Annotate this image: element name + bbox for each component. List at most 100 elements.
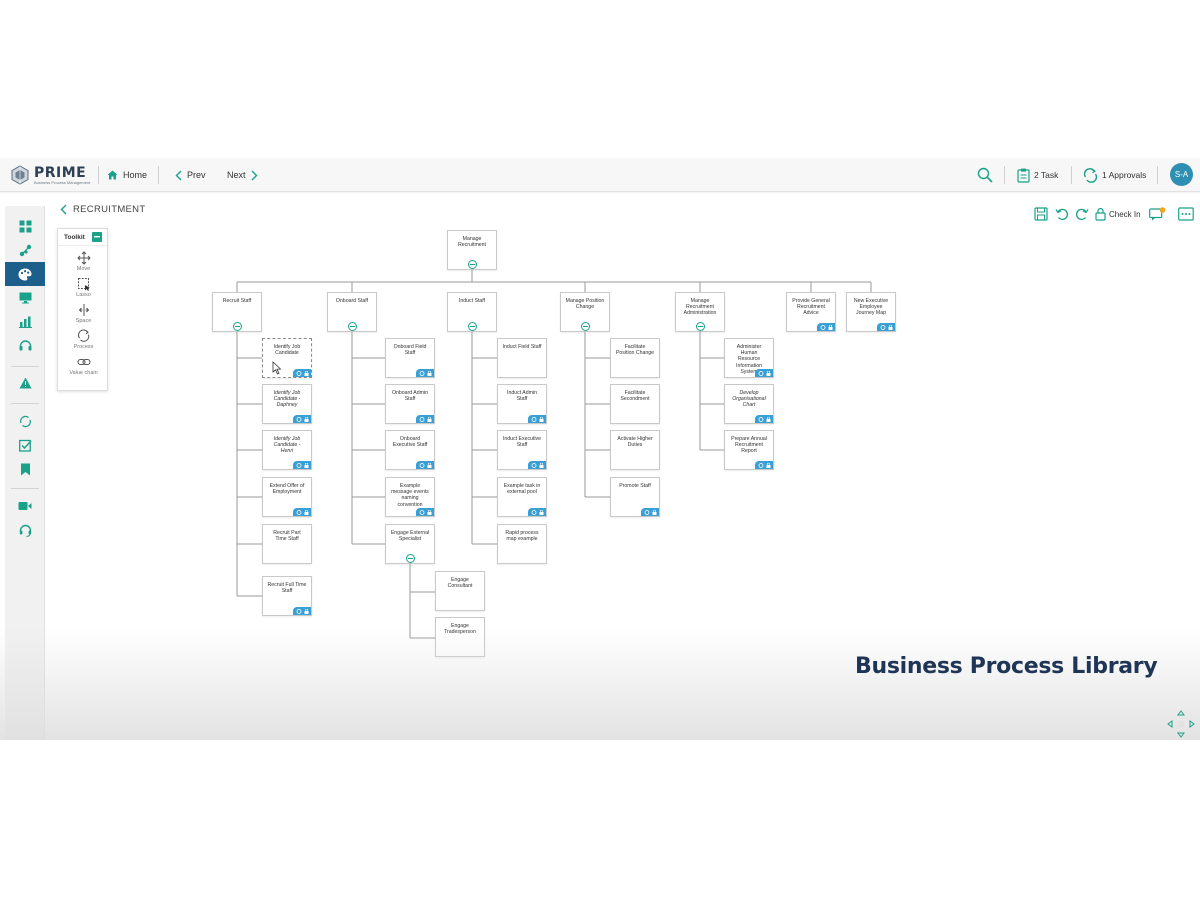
node-badge [293, 508, 311, 516]
collapse-toggle[interactable] [232, 322, 242, 331]
node-badge [416, 415, 434, 423]
rail-tasks[interactable] [5, 433, 45, 457]
search-button[interactable] [977, 165, 997, 185]
bookmark-icon [20, 463, 30, 475]
process-diagram-canvas[interactable]: Manage Recruitment Recruit Staff Onboard… [0, 158, 1200, 740]
process-node-engage-tradesperson[interactable]: Engage Tradesperson [435, 617, 485, 657]
lock-icon [304, 370, 308, 376]
lock-icon [539, 416, 543, 422]
process-node-recruit-part-time-staff[interactable]: Recruit Part Time Staff [262, 524, 312, 564]
process-node-onboard-executive-staff[interactable]: Onboard Executive Staff [385, 430, 435, 470]
rail-presentations[interactable] [5, 286, 45, 310]
undo-icon[interactable] [1055, 207, 1069, 221]
process-node-onboard-field-staff[interactable]: Onboard Field Staff [385, 338, 435, 378]
tool-space-label: Space [75, 318, 92, 324]
node-label: Onboard Staff [335, 298, 369, 304]
home-button[interactable]: Home [107, 167, 147, 183]
tasks-button[interactable]: 2 Task [1017, 165, 1058, 185]
process-node-onboard-admin-staff[interactable]: Onboard Admin Staff [385, 384, 435, 424]
tool-move-label: Move [76, 266, 91, 272]
logo[interactable]: PRIME Business Process Management [10, 164, 90, 186]
approvals-button[interactable]: 1 Approvals [1083, 165, 1146, 185]
process-node-identify-job-candidate-henri[interactable]: Identify Job Candidate - Henri [262, 430, 312, 470]
collapse-toggle[interactable] [580, 322, 590, 331]
palette-icon [18, 268, 32, 280]
lock-icon [766, 416, 770, 422]
rail-video[interactable] [5, 494, 45, 518]
rail-help[interactable] [5, 518, 45, 542]
monitor-icon [19, 292, 31, 304]
rail-bookmarks[interactable] [5, 457, 45, 481]
rail-network[interactable] [5, 238, 45, 262]
node-label: Manage Position Change [565, 298, 605, 311]
process-node-executive-journey-map[interactable]: New Executive Employee Journey Map [846, 292, 896, 332]
collapse-toggle[interactable] [347, 322, 357, 331]
process-node-engage-consultant[interactable]: Engage Consultant [435, 571, 485, 611]
divider [158, 166, 159, 184]
check-in-button[interactable]: Check In [1095, 207, 1141, 221]
user-avatar[interactable]: S-A [1170, 163, 1193, 186]
tool-process[interactable]: Process [58, 329, 109, 353]
home-label: Home [123, 170, 148, 180]
collapse-toggle[interactable] [405, 554, 415, 563]
process-node-promote-staff[interactable]: Promote Staff [610, 477, 660, 517]
next-button[interactable]: Next [227, 167, 258, 183]
toolkit-minimize-button[interactable] [92, 232, 102, 242]
more-icon[interactable] [1178, 207, 1194, 221]
lock-icon [304, 608, 308, 614]
chevron-left-icon [175, 170, 182, 180]
process-node-manage-recruitment-administration[interactable]: Manage Recruitment Administration [675, 292, 725, 332]
process-node-induct-field-staff[interactable]: Induct Field Staff [497, 338, 547, 378]
tool-value-chain[interactable]: Value chain [58, 355, 109, 379]
process-node-example-message-events[interactable]: Example message events naming convention [385, 477, 435, 517]
collapse-toggle[interactable] [467, 260, 477, 269]
process-node-facilitate-secondment[interactable]: Facilitate Secondment [610, 384, 660, 424]
rail-risks[interactable] [5, 371, 45, 395]
process-node-example-task-external-pool[interactable]: Example task in external pool [497, 477, 547, 517]
comments-icon[interactable] [1149, 207, 1166, 221]
top-bar: PRIME Business Process Management Home P… [0, 158, 1200, 192]
process-node-identify-job-candidate-daphney[interactable]: Identify Job Candidate - Daphney [262, 384, 312, 424]
rail-support[interactable] [5, 334, 45, 358]
lock-icon [427, 416, 431, 422]
link-icon [644, 509, 649, 515]
pan-control-icon[interactable] [1167, 710, 1195, 738]
process-node-manage-recruitment[interactable]: Manage Recruitment [447, 230, 497, 270]
rail-reports[interactable] [5, 310, 45, 334]
process-node-activate-higher-duties[interactable]: Activate Higher Duties [610, 430, 660, 470]
process-node-rapid-process-map-example[interactable]: Rapid process map example [497, 524, 547, 564]
process-node-provide-recruitment-advice[interactable]: Provide General Recruitment Advice [786, 292, 836, 332]
node-label: Onboard Field Staff [393, 344, 427, 357]
rail-divider [11, 366, 39, 367]
rail-cycle[interactable] [5, 409, 45, 433]
collapse-toggle[interactable] [695, 322, 705, 331]
process-node-prepare-annual-recruitment-report[interactable]: Prepare Annual Recruitment Report [724, 430, 774, 470]
process-node-administer-hris[interactable]: Administer Human Resource Information Sy… [724, 338, 774, 378]
process-node-induct-executive-staff[interactable]: Induct Executive Staff [497, 430, 547, 470]
redo-icon[interactable] [1075, 207, 1089, 221]
lock-icon [888, 324, 892, 330]
prev-label: Prev [187, 170, 206, 180]
save-icon[interactable] [1034, 207, 1048, 221]
process-node-facilitate-position-change[interactable]: Facilitate Position Change [610, 338, 660, 378]
lock-icon [539, 509, 543, 515]
tool-lasso[interactable]: Lasso [58, 277, 109, 301]
process-node-develop-organisational-chart[interactable]: Develop Organisational Chart [724, 384, 774, 424]
breadcrumb[interactable]: RECRUITMENT [60, 202, 145, 216]
collapse-toggle[interactable] [467, 322, 477, 331]
logo-title: PRIME [34, 164, 87, 181]
prev-button[interactable]: Prev [175, 167, 206, 183]
process-node-induct-admin-staff[interactable]: Induct Admin Staff [497, 384, 547, 424]
lock-icon [304, 416, 308, 422]
process-node-identify-job-candidate[interactable]: Identify Job Candidate [262, 338, 312, 378]
process-node-recruit-full-time-staff[interactable]: Recruit Full Time Staff [262, 576, 312, 616]
process-node-extend-offer-of-employment[interactable]: Extend Offer of Employment [262, 477, 312, 517]
chevron-left-icon [60, 204, 67, 214]
tool-move[interactable]: Move [58, 251, 109, 275]
rail-process-designer[interactable] [5, 262, 45, 286]
next-label: Next [227, 170, 246, 180]
rail-dashboard[interactable] [5, 214, 45, 238]
tool-space[interactable]: Space [58, 303, 109, 327]
diagram-connectors [236, 270, 872, 639]
node-label: Facilitate Position Change [615, 344, 655, 357]
